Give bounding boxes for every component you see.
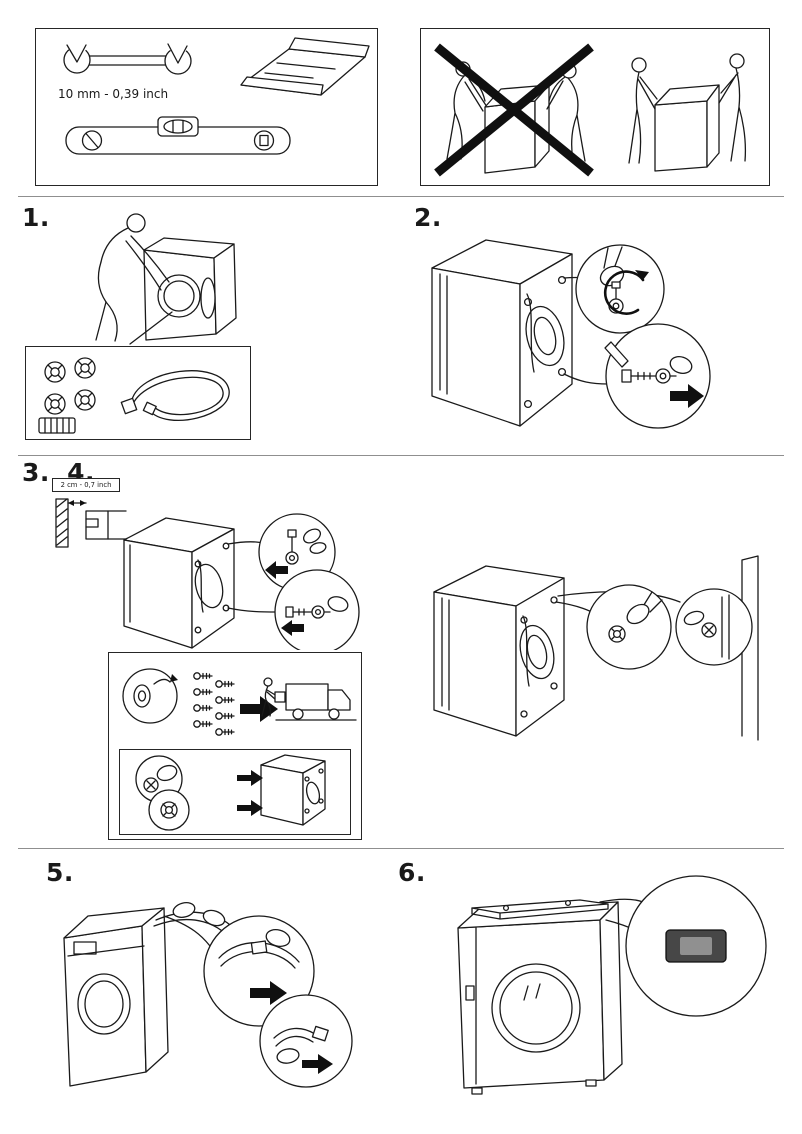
rotate-arrowhead <box>635 270 649 280</box>
x-mark <box>434 43 594 177</box>
transport-bracket-icon <box>240 37 370 96</box>
washer-rear <box>433 565 565 737</box>
washer-open-door <box>143 237 237 341</box>
packing-figure <box>122 668 357 736</box>
step-4-right-figure <box>433 555 759 741</box>
pull-arrow <box>302 1054 333 1074</box>
bolt-set-icons <box>193 672 235 736</box>
rotate-arrow <box>603 270 645 315</box>
spirit-level-icon <box>65 116 291 155</box>
cap-strip-icon <box>38 417 76 434</box>
remove-arrow <box>281 620 304 636</box>
leader-line <box>227 607 279 613</box>
transport-rail <box>471 899 609 920</box>
hand-pressing-cap <box>608 591 663 643</box>
step-2-number: 2. <box>414 203 442 232</box>
lifting-safety-box <box>420 28 770 186</box>
step-1-number: 1. <box>22 203 50 232</box>
section-divider <box>18 455 784 456</box>
leader-line <box>129 311 173 345</box>
section-divider <box>18 196 784 197</box>
zoom-circle-press-cap <box>586 584 672 670</box>
washer-rear <box>123 517 235 649</box>
step-6-figure <box>457 875 767 1095</box>
wrench-on-bolt <box>604 341 693 384</box>
step-3-4-left-figure <box>123 513 360 650</box>
store-arrow <box>240 696 278 722</box>
cap-insert-figure <box>135 754 326 831</box>
inlet-hose-icon <box>120 370 230 422</box>
parts-box <box>25 346 251 440</box>
remove-arrow <box>265 561 288 579</box>
step-5-figure <box>63 902 353 1088</box>
hose-end <box>273 1025 329 1064</box>
insert-arrow <box>237 800 263 816</box>
rail-hole-plug <box>665 929 727 963</box>
wall-clearance-figure <box>55 498 127 548</box>
hand-pushing-cap <box>143 764 178 793</box>
hose-unclip <box>218 929 300 969</box>
bolt-detail <box>285 596 349 619</box>
packing-box <box>108 652 362 840</box>
insert-arrow <box>237 770 263 786</box>
transit-caps-icon <box>44 357 96 415</box>
step-2-figure <box>431 239 711 429</box>
cap-insert-box <box>119 749 351 835</box>
zoom-circle-bolt-hand <box>575 244 665 334</box>
zoom-circle-hose-end <box>259 994 353 1088</box>
pull-arrow <box>670 384 704 408</box>
cap-spacer <box>133 678 171 708</box>
lifting-figures <box>434 43 747 177</box>
wrench-icon <box>63 39 192 75</box>
section-divider <box>18 848 784 849</box>
tools-box: 10 mm - 0,39 inch <box>35 28 378 186</box>
leader-line <box>163 915 211 947</box>
washer-front <box>63 907 169 1087</box>
wall-clearance-label: 2 cm - 0,7 inch <box>52 478 120 492</box>
person-unpacking <box>95 213 170 342</box>
two-person-lift-icon <box>628 53 747 172</box>
step-1-figure <box>95 213 237 345</box>
leader-line <box>563 373 609 385</box>
wrench-size-label: 10 mm - 0,39 inch <box>58 87 169 101</box>
truck-figure <box>261 677 357 721</box>
finger-flush-cap <box>683 594 730 660</box>
cap-closeup <box>160 801 178 819</box>
step-3-number: 3. <box>22 458 50 487</box>
washer-rear-mini <box>260 754 326 826</box>
pull-arrow <box>250 981 287 1005</box>
parts-figure <box>38 357 230 434</box>
step-5-number: 5. <box>46 858 74 887</box>
fingers-bolt <box>285 528 327 565</box>
wall-clearance-diagram: 2 cm - 0,7 inch <box>52 478 138 554</box>
washer-front <box>457 899 623 1095</box>
step-6-number: 6. <box>398 858 426 887</box>
washer-rear <box>431 239 573 427</box>
